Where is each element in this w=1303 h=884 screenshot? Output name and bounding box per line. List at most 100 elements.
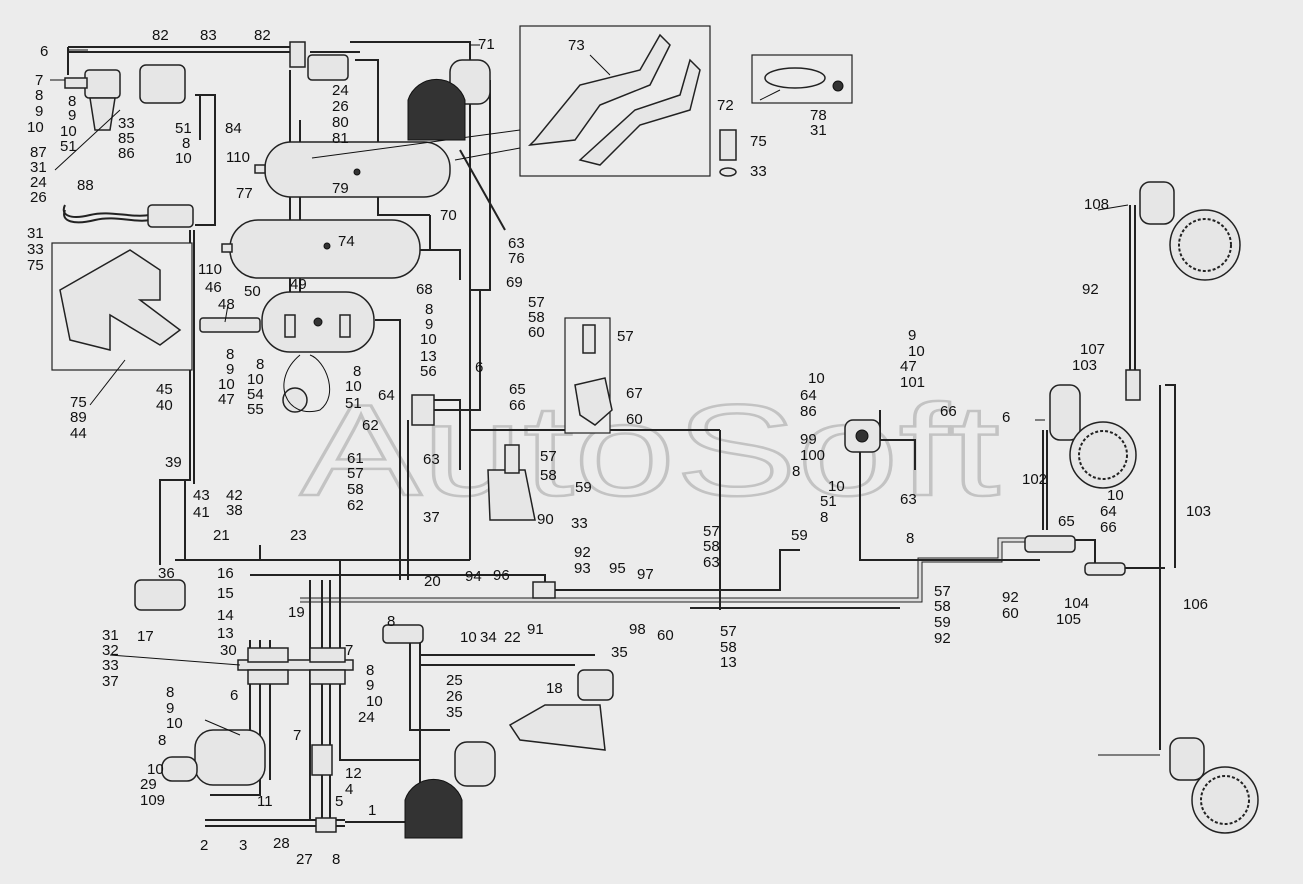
pressure-valve-top <box>289 41 349 81</box>
callout: 16 <box>217 565 234 582</box>
callout: 21 <box>213 527 230 544</box>
callout: 9 <box>166 700 174 717</box>
callout: 33 <box>571 515 588 532</box>
callout: 10 <box>345 378 362 395</box>
callout: 9 <box>425 316 433 333</box>
callout: 92 <box>574 544 591 561</box>
callout: 61 <box>347 450 364 467</box>
bracket-inset-72-73 <box>519 25 711 177</box>
bracket-inset-57-67 <box>564 317 613 434</box>
tee-28 <box>315 817 337 833</box>
callout: 8 <box>158 732 166 749</box>
callout: 20 <box>424 573 441 590</box>
callout: 10 <box>218 376 235 393</box>
manifold-30-33 <box>237 647 354 685</box>
callout: 3 <box>239 837 247 854</box>
leader-lines <box>50 44 1160 756</box>
callout: 64 <box>1100 503 1117 520</box>
callout: 10 <box>828 478 845 495</box>
callout: 26 <box>30 189 47 206</box>
receiver-110-tank <box>254 141 451 198</box>
callout: 33 <box>102 657 119 674</box>
callout: 27 <box>296 851 313 868</box>
brake-chamber-right-mid <box>1049 384 1137 489</box>
callout: 2 <box>200 837 208 854</box>
tee-91-92 <box>532 581 556 599</box>
callout: 58 <box>528 309 545 326</box>
callout: 7 <box>345 642 353 659</box>
valve-36-37 <box>134 579 186 611</box>
callout: 82 <box>152 27 169 44</box>
callout: 86 <box>800 403 817 420</box>
callout: 58 <box>540 467 557 484</box>
callout: 87 <box>30 144 47 161</box>
brake-chamber-right-bottom <box>1169 737 1259 834</box>
callout: 8 <box>820 509 828 526</box>
callout: 50 <box>244 283 261 300</box>
valve-48 <box>199 317 261 333</box>
callout: 64 <box>800 387 817 404</box>
callout: 9 <box>908 327 916 344</box>
callout: 65 <box>1058 513 1075 530</box>
callout: 59 <box>934 614 951 631</box>
callout: 102 <box>1022 471 1047 488</box>
callout: 78 <box>810 107 827 124</box>
callout: 10 <box>60 123 77 140</box>
callout: 28 <box>273 835 290 852</box>
callout: 57 <box>703 523 720 540</box>
callout: 8 <box>68 93 76 110</box>
callout: 58 <box>703 538 720 555</box>
callout: 31 <box>810 122 827 139</box>
callout: 8 <box>256 356 264 373</box>
callout: 57 <box>540 448 557 465</box>
callout: 36 <box>158 565 175 582</box>
watermark: AutoSoft <box>300 377 1000 523</box>
callout: 59 <box>575 479 592 496</box>
callout: 46 <box>205 279 222 296</box>
callout: 58 <box>934 598 951 615</box>
callout: 47 <box>218 391 235 408</box>
callout: 79 <box>332 180 349 197</box>
callout: 62 <box>347 497 364 514</box>
bracket-inset-88 <box>51 242 193 371</box>
callout: 39 <box>165 454 182 471</box>
callout: 31 <box>102 627 119 644</box>
callout: 107 <box>1080 341 1105 358</box>
callout: 35 <box>611 644 628 661</box>
callout: 10 <box>1107 487 1124 504</box>
callout: 44 <box>70 425 87 442</box>
callout: 26 <box>332 98 349 115</box>
callout: 8 <box>182 135 190 152</box>
callout: 10 <box>460 629 477 646</box>
callout: 68 <box>416 281 433 298</box>
callout: 24 <box>332 82 349 99</box>
compressor-109 <box>161 729 266 786</box>
valve-35 <box>508 669 614 751</box>
callout: 8 <box>166 684 174 701</box>
callout: 108 <box>1084 196 1109 213</box>
tee-92-107 <box>1125 369 1141 401</box>
brake-chamber-bottom <box>404 741 496 839</box>
callout: 34 <box>480 629 497 646</box>
callout: 10 <box>908 343 925 360</box>
callout: 10 <box>27 119 44 136</box>
callout: 6 <box>475 359 483 376</box>
callout: 9 <box>35 103 43 120</box>
drain-valve-55 <box>282 354 331 413</box>
callout: 13 <box>720 654 737 671</box>
callout: 96 <box>493 567 510 584</box>
callout: 13 <box>420 348 437 365</box>
callout: 24 <box>30 174 47 191</box>
callout: 60 <box>528 324 545 341</box>
callout: 66 <box>1100 519 1117 536</box>
callout: 17 <box>137 628 154 645</box>
callout: 24 <box>358 709 375 726</box>
callout: 92 <box>934 630 951 647</box>
callout: 55 <box>247 401 264 418</box>
callout: 1 <box>368 802 376 819</box>
callout: 71 <box>478 36 495 53</box>
valve-61-bracket <box>487 444 536 521</box>
callout: 49 <box>290 276 307 293</box>
callout: 60 <box>1002 605 1019 622</box>
